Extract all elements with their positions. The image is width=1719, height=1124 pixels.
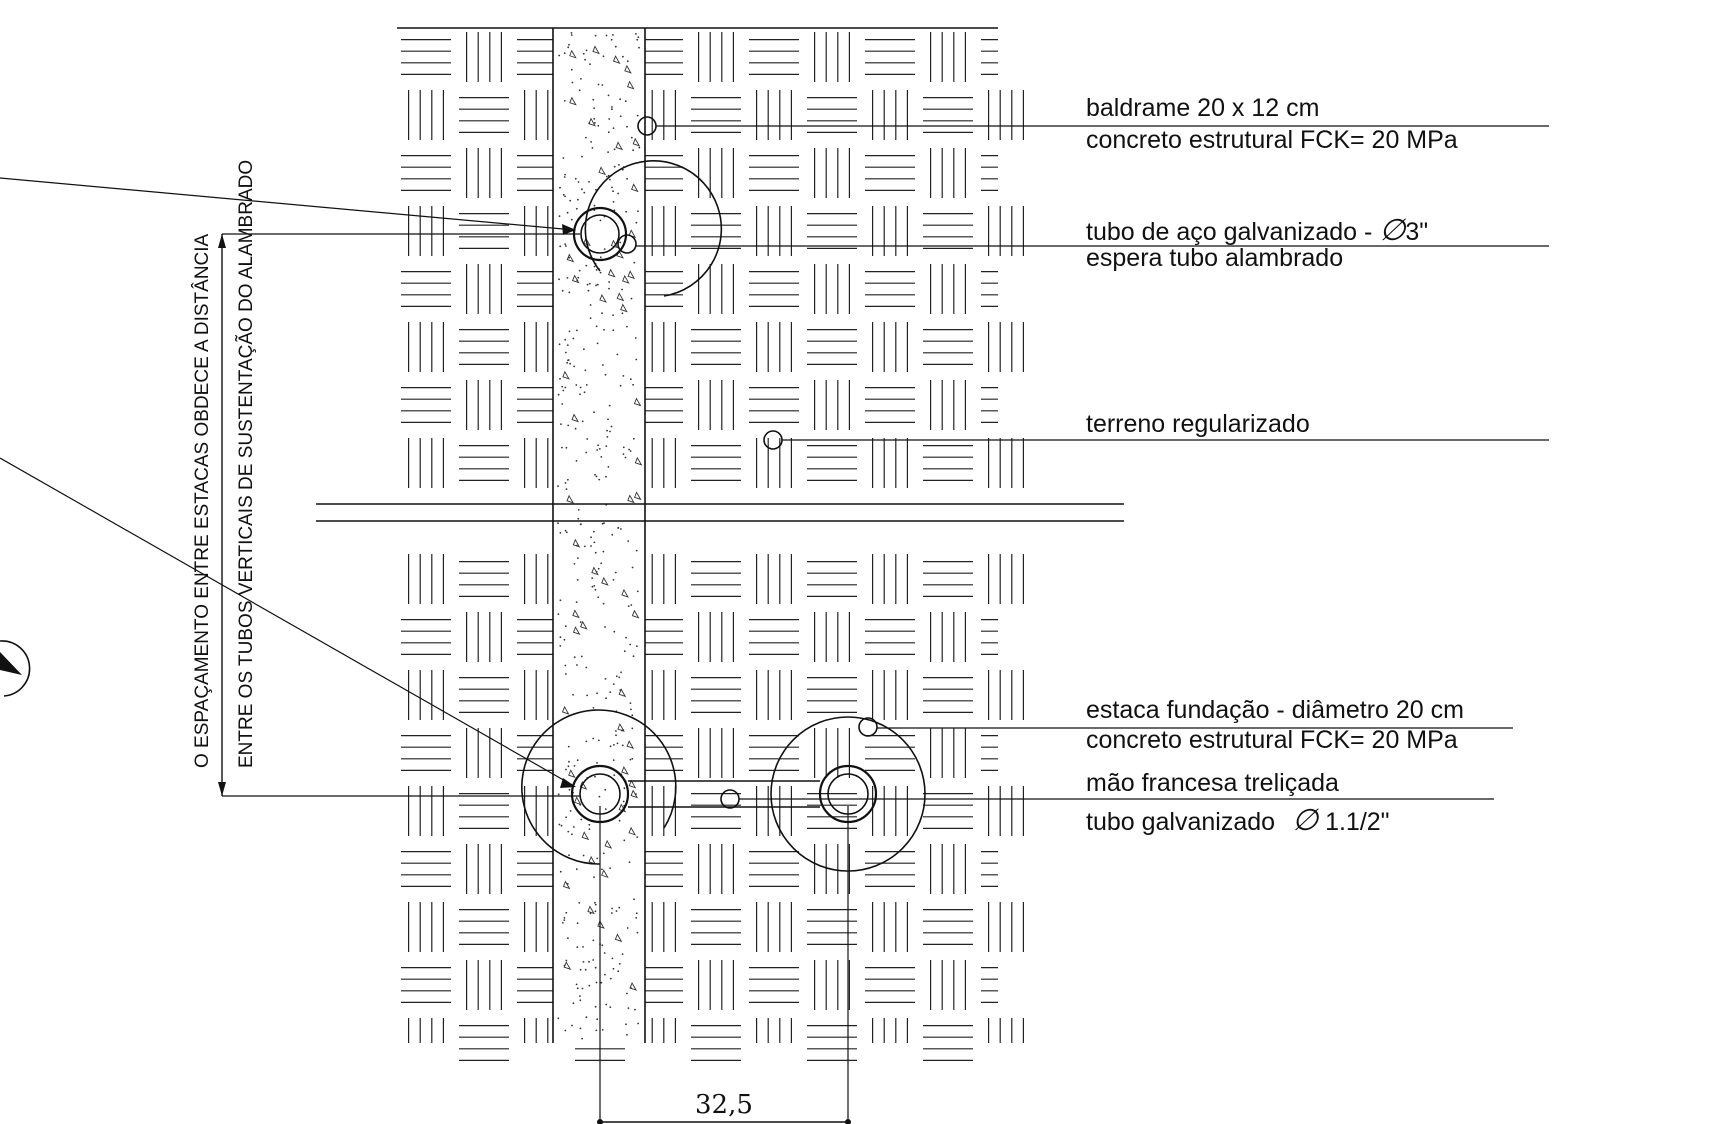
detail-callout-arrow xyxy=(0,652,22,675)
top-small-marker xyxy=(617,234,637,254)
bottom-pile-left-circle xyxy=(521,709,677,865)
bracket-arrow-bottom xyxy=(218,782,226,796)
arrowheads xyxy=(0,224,851,1124)
label-concreto-top: concreto estrutural FCK= 20 MPa xyxy=(1086,126,1458,154)
vertical-note-line2: ENTRE OS TUBOS VERTICAIS DE SUSTENTAÇÃO … xyxy=(236,159,257,768)
concrete-beam-band xyxy=(553,28,645,1043)
dim-tick-right xyxy=(845,1119,851,1124)
arrow-bottom-tube xyxy=(560,778,576,788)
label-tubo-aco-size: 3" xyxy=(1405,218,1429,246)
phi-icon-2: ∅ xyxy=(1291,804,1319,837)
concrete-aggregate xyxy=(557,32,643,1040)
vertical-note-line1: O ESPAÇAMENTO ENTRE ESTACAS OBDECE A DIS… xyxy=(192,233,213,768)
label-concreto-bottom: concreto estrutural FCK= 20 MPa xyxy=(1086,726,1458,754)
label-tubo-aco-text: tubo de aço galvanizado - xyxy=(1086,218,1380,246)
arrow-top-tube xyxy=(562,224,576,235)
phi-icon: ∅ xyxy=(1379,214,1406,247)
label-mao-francesa: mão francesa treliçada xyxy=(1086,769,1339,797)
dim-tick-left xyxy=(597,1119,603,1124)
label-tubo-galv-size: 1.1/2" xyxy=(1318,808,1390,836)
label-tubo-galv-text: tubo galvanizado xyxy=(1086,808,1282,836)
right-pile-marker xyxy=(858,717,878,737)
leader-left-lower xyxy=(0,457,575,787)
dimension-value: 32,5 xyxy=(695,1090,753,1120)
drawing-lines xyxy=(0,27,1549,1124)
top-tube-inner xyxy=(580,214,620,254)
label-estaca: estaca fundação - diâmetro 20 cm xyxy=(1086,696,1464,724)
top-pile-circle xyxy=(584,160,723,297)
detail-callout-arc xyxy=(0,640,31,697)
bracket-arrow-top xyxy=(218,234,226,248)
label-baldrame: baldrame 20 x 12 cm xyxy=(1086,94,1320,122)
soil-hatch-pattern xyxy=(401,32,1025,1062)
leader-left-upper xyxy=(0,177,575,231)
label-espera: espera tubo alambrado xyxy=(1086,244,1344,272)
label-terreno: terreno regularizado xyxy=(1086,410,1310,438)
label-tubo-aco: tubo de aço galvanizado - ∅3" xyxy=(1086,216,1428,246)
label-tubo-galvanizado: tubo galvanizado ∅ 1.1/2" xyxy=(1086,806,1390,836)
